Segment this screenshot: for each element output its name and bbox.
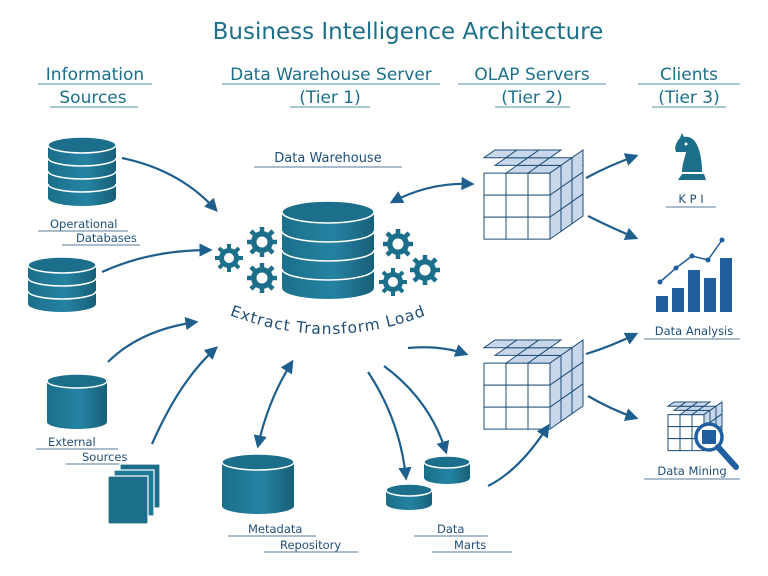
label-kpi: K P I xyxy=(678,192,703,206)
database-icon xyxy=(385,483,433,510)
etl-text: Extract Transform Load xyxy=(228,302,427,338)
arrow-dw-olap-top xyxy=(389,176,475,204)
database-icon xyxy=(47,136,117,206)
header-clients-line1: Clients xyxy=(660,65,718,85)
arrow-olap-to-mining xyxy=(587,395,639,421)
document-stack-icon xyxy=(107,463,161,525)
arrow-olap-to-kpi xyxy=(585,153,639,179)
database-icon xyxy=(46,373,108,429)
label-data-analysis: Data Analysis xyxy=(655,324,734,338)
arrow-olap-to-analysis-top xyxy=(587,215,639,241)
olap-cube-icon xyxy=(482,149,585,241)
chess-knight-icon xyxy=(675,133,706,180)
arrow-olap-to-analysis xyxy=(585,332,639,356)
gear-icon xyxy=(410,255,440,285)
database-icon xyxy=(27,256,97,312)
gear-icon xyxy=(247,263,277,293)
header-dw-server-line1: Data Warehouse Server xyxy=(230,65,432,85)
gear-icon xyxy=(379,268,407,296)
label-data-marts-1: Data xyxy=(437,522,464,536)
header-sources-line1: Information xyxy=(46,65,144,85)
gear-icon xyxy=(383,229,413,259)
label-data-mining: Data Mining xyxy=(657,464,726,478)
label-etl: Extract Transform Load xyxy=(228,302,428,338)
arrow-dw-to-olap xyxy=(407,344,469,357)
header-olap-line1: OLAP Servers xyxy=(474,65,589,85)
database-icon xyxy=(221,453,295,514)
label-external: External xyxy=(48,435,96,449)
magnifier-icon xyxy=(694,422,739,470)
arrow-database-to-dw xyxy=(101,243,213,274)
gear-icon xyxy=(247,227,277,257)
arrow-metadata-dw xyxy=(253,359,294,449)
arrow-mart-to-olap xyxy=(487,423,550,487)
label-databases: Databases xyxy=(76,231,137,245)
arrow-external-to-dw xyxy=(107,316,199,363)
label-operational: Operational xyxy=(50,217,117,231)
database-icon xyxy=(423,455,471,484)
flow-arrows xyxy=(101,153,639,487)
arrow-documents-to-dw xyxy=(150,346,218,445)
arrow-dw-to-mart xyxy=(383,365,450,455)
bar-chart-icon xyxy=(656,237,732,312)
label-metadata: Metadata xyxy=(248,522,302,536)
diagram-title: Business Intelligence Architecture xyxy=(213,19,604,45)
label-repository: Repository xyxy=(280,538,341,552)
gear-icon xyxy=(215,244,243,272)
olap-cube-icon xyxy=(482,339,585,431)
header-olap-line2: (Tier 2) xyxy=(501,88,563,108)
label-data-marts-2: Marts xyxy=(454,538,486,552)
header-sources-line2: Sources xyxy=(59,88,126,108)
header-dw-server-line2: (Tier 1) xyxy=(299,88,361,108)
label-data-warehouse: Data Warehouse xyxy=(274,151,381,166)
label-sources: Sources xyxy=(82,450,128,464)
arrow-dw-to-mart xyxy=(367,371,412,481)
header-clients-line2: (Tier 3) xyxy=(658,88,720,108)
database-icon xyxy=(281,200,375,299)
arrow-operational-to-dw xyxy=(121,156,218,212)
